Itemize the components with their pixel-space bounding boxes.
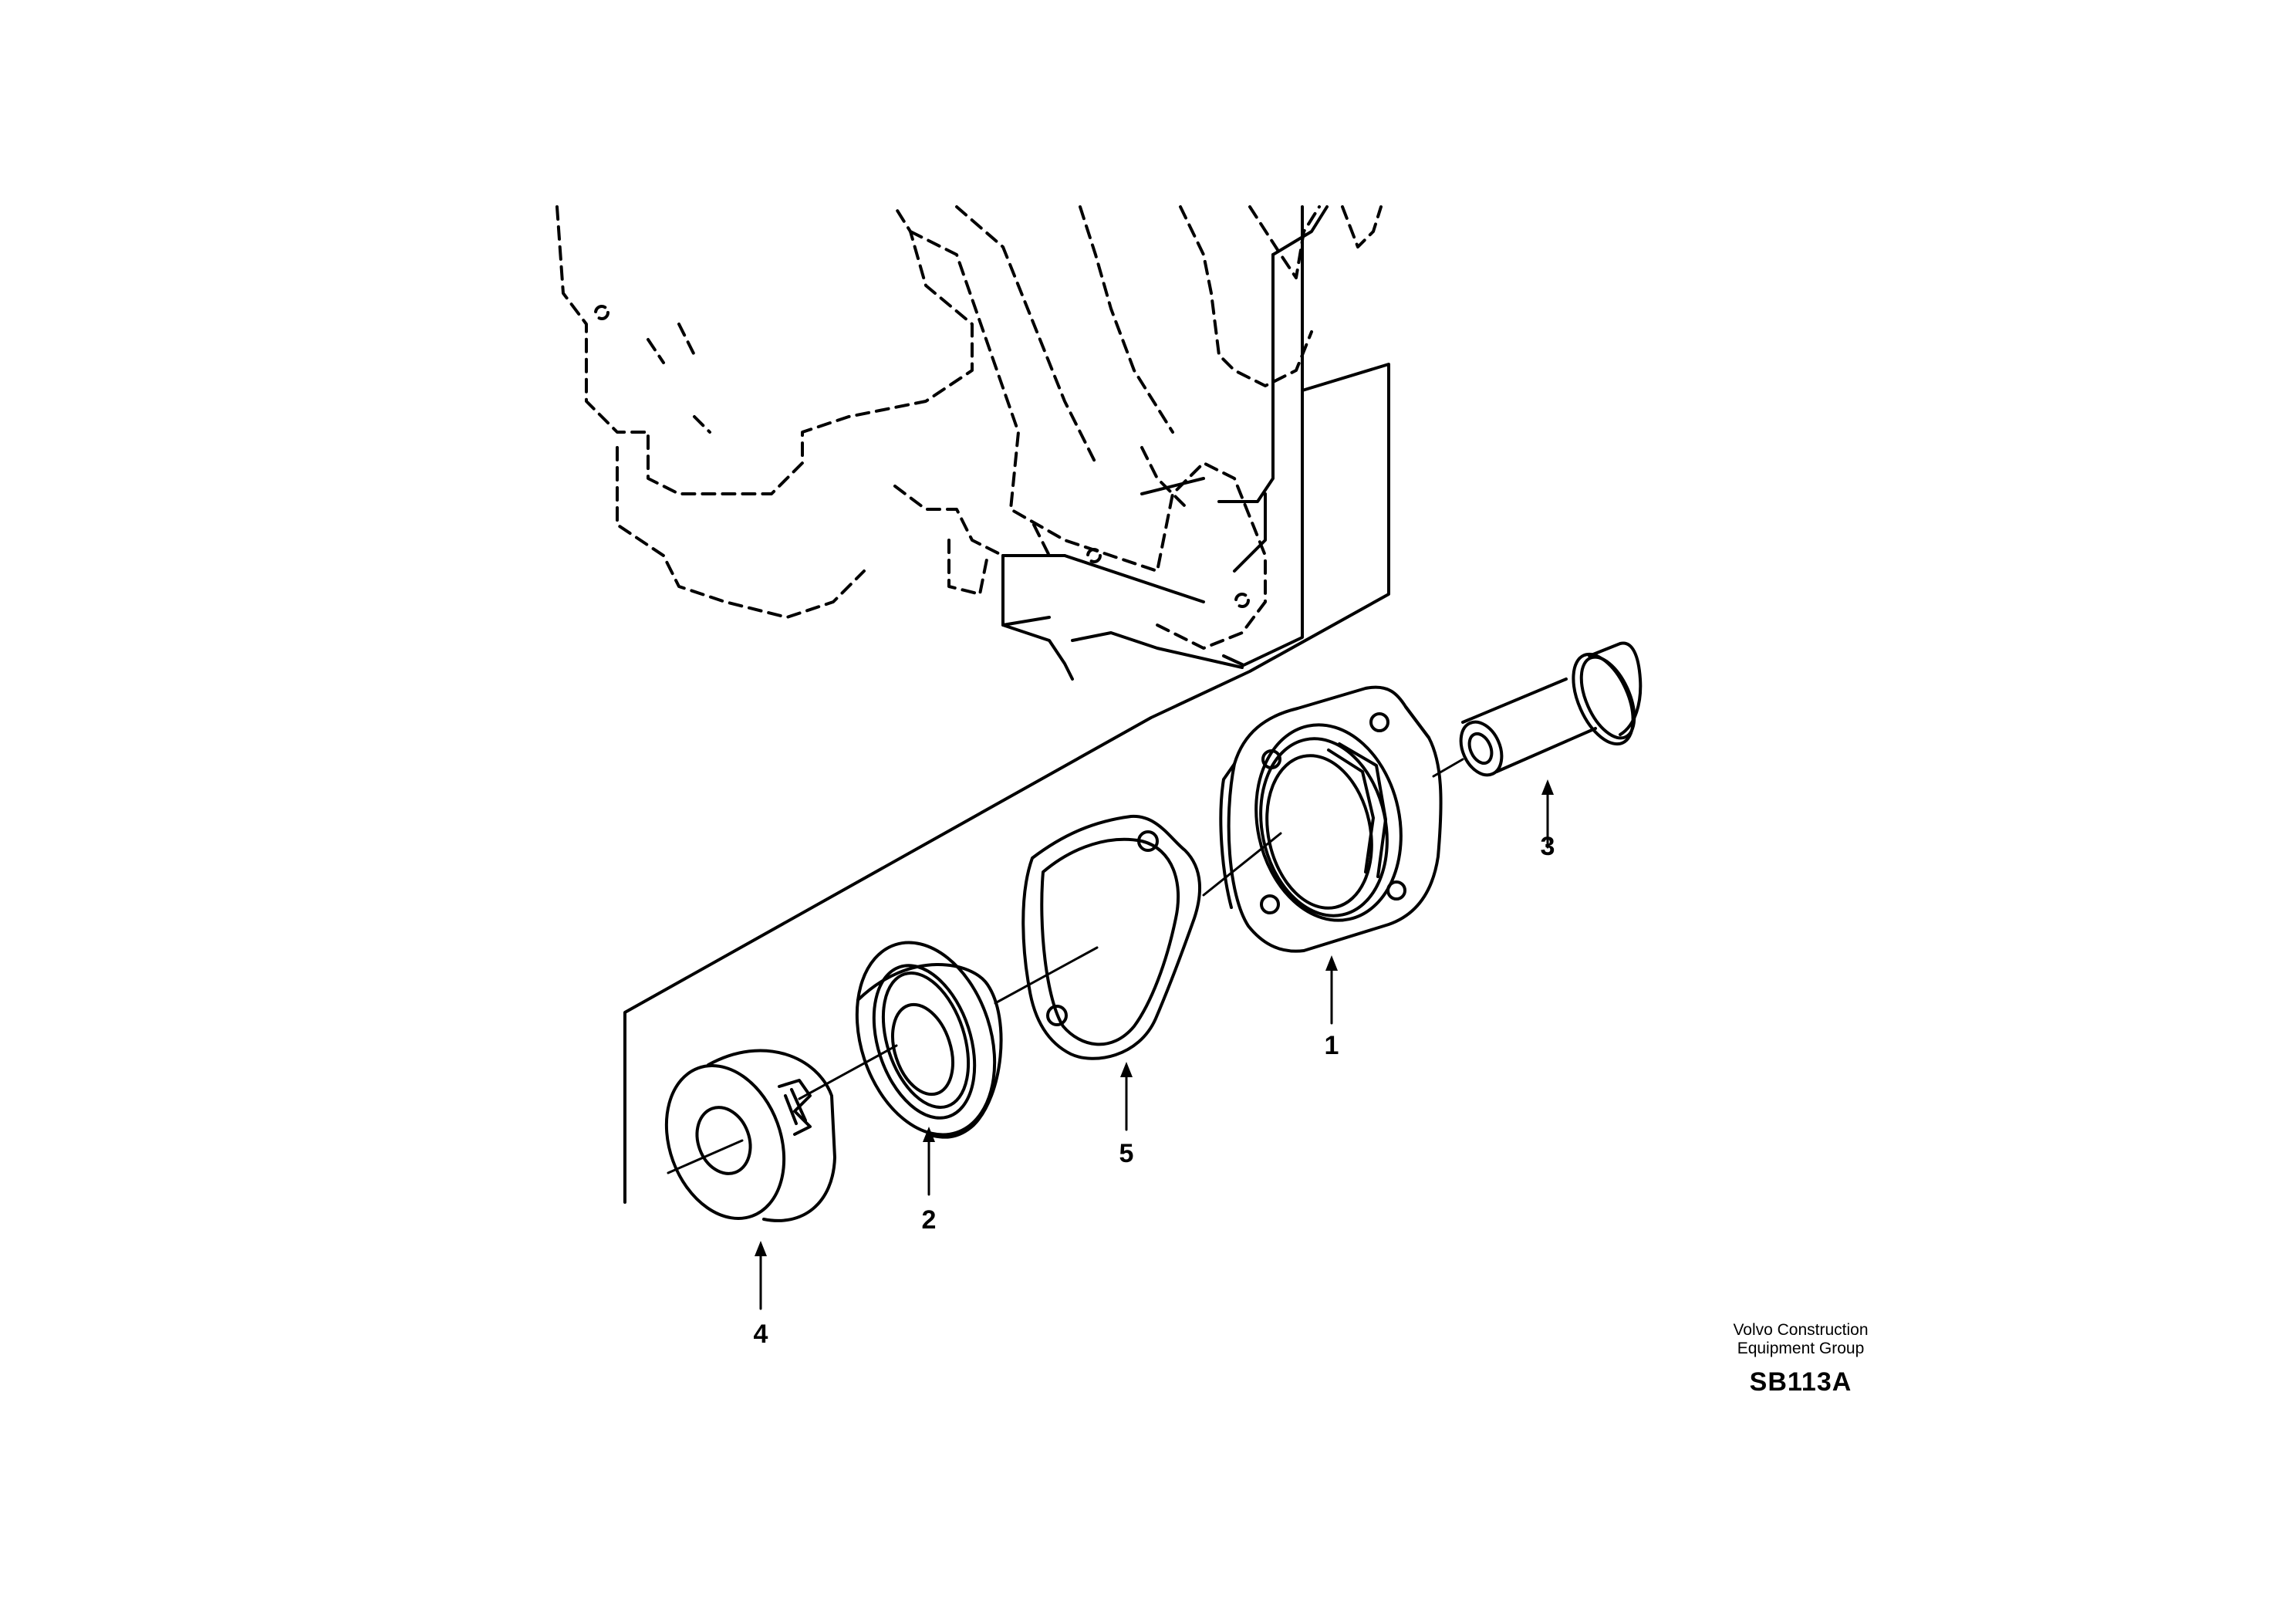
callout-part-4: 4 xyxy=(753,1320,768,1349)
callout-part-2: 2 xyxy=(921,1205,937,1235)
diagram-code: SB113A xyxy=(1749,1367,1852,1397)
part-3-sleeve xyxy=(1459,641,1643,777)
mounting-plane xyxy=(623,363,1390,1204)
part-5-gasket xyxy=(1021,814,1202,1060)
callout-part-1: 1 xyxy=(1324,1031,1339,1060)
engine-housing-outline xyxy=(555,205,1383,650)
publisher-name-line-2: Equipment Group xyxy=(1737,1340,1865,1357)
engine-housing-solid-edges xyxy=(1001,205,1329,681)
part-1-flange-housing xyxy=(1219,685,1443,953)
part-2-bushing xyxy=(855,941,1003,1139)
assembly-axis xyxy=(667,758,1464,1174)
callout-part-5: 5 xyxy=(1119,1139,1134,1168)
part-4-washer xyxy=(664,1049,836,1222)
publisher-credit: Volvo Construction Equipment Group SB113… xyxy=(1662,1321,1940,1397)
arrow-heads xyxy=(755,779,1554,1256)
callout-part-3: 3 xyxy=(1540,832,1555,861)
publisher-name-line-1: Volvo Construction xyxy=(1733,1321,1869,1339)
